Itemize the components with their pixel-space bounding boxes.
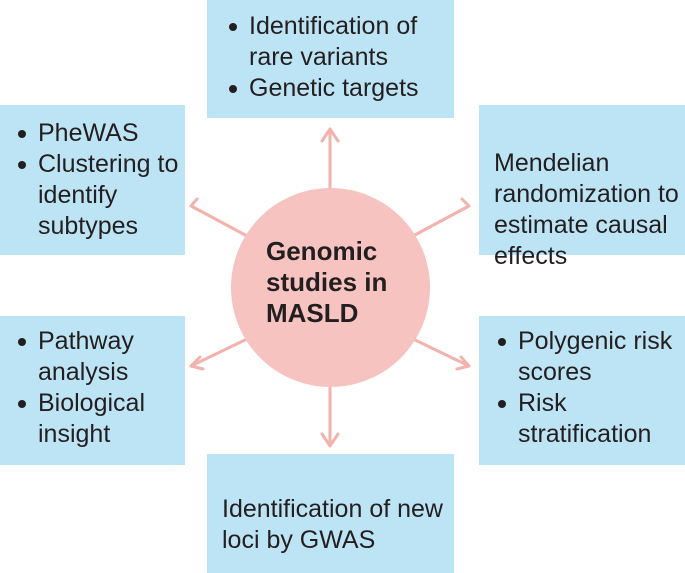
arrow-down <box>320 385 340 448</box>
arrow-up-left <box>189 197 249 238</box>
bullet-list: PheWAS Clustering to identify subtypes <box>14 118 185 242</box>
box-phewas: PheWAS Clustering to identify subtypes <box>0 105 185 255</box>
bullet-item: Pathway analysis <box>14 326 185 388</box>
bullet-item: Identification of rare variants <box>225 11 454 73</box>
box-polygenic-risk: Polygenic risk scores Risk stratificatio… <box>479 316 685 465</box>
bullet-item: Polygenic risk scores <box>494 326 685 388</box>
box-text: Identification of new loci by GWAS <box>222 495 443 554</box>
box-mendelian-randomization: Mendelian randomization to estimate caus… <box>479 105 685 270</box>
center-circle <box>231 188 430 387</box>
arrow-up <box>320 127 340 190</box>
bullet-item: Biological insight <box>14 388 185 450</box>
box-rare-variants: Identification of rare variants Genetic … <box>207 0 454 118</box>
center-label: Genomic studies in MASLD <box>266 236 388 328</box>
arrow-down-left <box>189 337 249 371</box>
bullet-item: Clustering to identify subtypes <box>14 149 185 242</box>
box-pathway-analysis: Pathway analysis Biological insight <box>0 316 185 465</box>
arrow-down-right <box>411 337 471 371</box>
bullet-item: PheWAS <box>14 118 185 149</box>
bullet-list: Pathway analysis Biological insight <box>14 326 185 450</box>
bullet-item: Risk stratification <box>494 388 685 450</box>
box-gwas: Identification of new loci by GWAS <box>207 454 454 573</box>
box-text: Mendelian randomization to estimate caus… <box>494 149 679 270</box>
arrow-up-right <box>411 197 471 238</box>
bullet-list: Polygenic risk scores Risk stratificatio… <box>494 326 685 450</box>
bullet-item: Genetic targets <box>225 73 454 104</box>
bullet-list: Identification of rare variants Genetic … <box>225 11 454 104</box>
